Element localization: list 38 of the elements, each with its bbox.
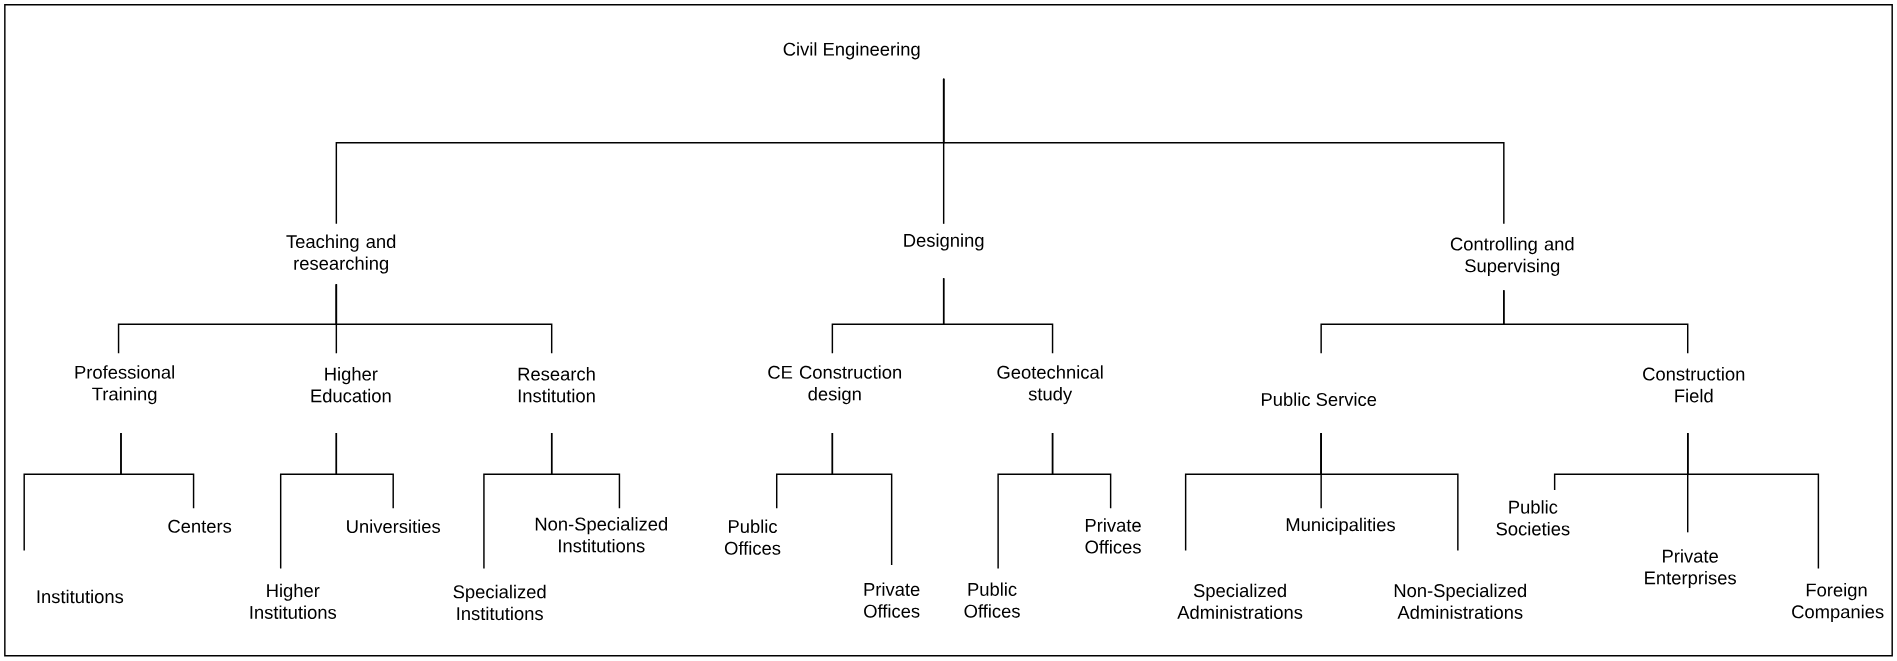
category-label: Specialized Institutions — [453, 585, 546, 621]
category-label: Universities — [347, 519, 441, 534]
category-label: Higher Education — [311, 367, 391, 403]
category-label: Higher Institutions — [250, 583, 337, 620]
category-label: Controlling and Supervising — [1450, 237, 1574, 277]
category-label: Public Offices — [724, 519, 781, 556]
connector-line — [550, 432, 621, 510]
category-label: Public Service — [1262, 392, 1377, 407]
connector-line — [1687, 432, 1820, 570]
connector-line — [1320, 432, 1459, 552]
connector-line — [831, 432, 893, 566]
connector-line — [335, 432, 394, 510]
category-label: Public Offices — [964, 582, 1020, 618]
category-label: Non-Specialized Institutions — [535, 517, 667, 553]
category-label: Construction Field — [1643, 367, 1745, 403]
category-label: Research Institution — [518, 367, 595, 403]
category-label: Designing — [904, 233, 984, 251]
category-label: Institutions — [37, 589, 124, 604]
connector-line — [942, 78, 1505, 225]
connector-line — [1503, 289, 1689, 355]
connector-line — [942, 277, 1054, 355]
category-label: Foreign Companies — [1792, 583, 1884, 623]
category-label: Private Offices — [864, 582, 920, 618]
connector-line — [120, 432, 195, 510]
connector-line — [1051, 432, 1112, 510]
category-label: Civil Engineering — [783, 42, 920, 60]
category-label: Professional Training — [75, 365, 174, 405]
category-label: Centers — [168, 519, 232, 533]
category-label: Specialized Administrations — [1177, 583, 1303, 620]
category-label: Geotechnical study — [997, 365, 1103, 405]
category-label: CE Construction design — [768, 365, 902, 405]
category-label: Private Offices — [1085, 518, 1141, 554]
category-label: Non-Specialized Administrations — [1394, 583, 1526, 620]
connector-line — [335, 283, 553, 355]
category-label: Public Societies — [1496, 500, 1570, 536]
category-label: Municipalities — [1286, 517, 1395, 536]
category-label: Teaching and researching — [286, 234, 396, 274]
category-label: Private Enterprises — [1645, 549, 1736, 589]
